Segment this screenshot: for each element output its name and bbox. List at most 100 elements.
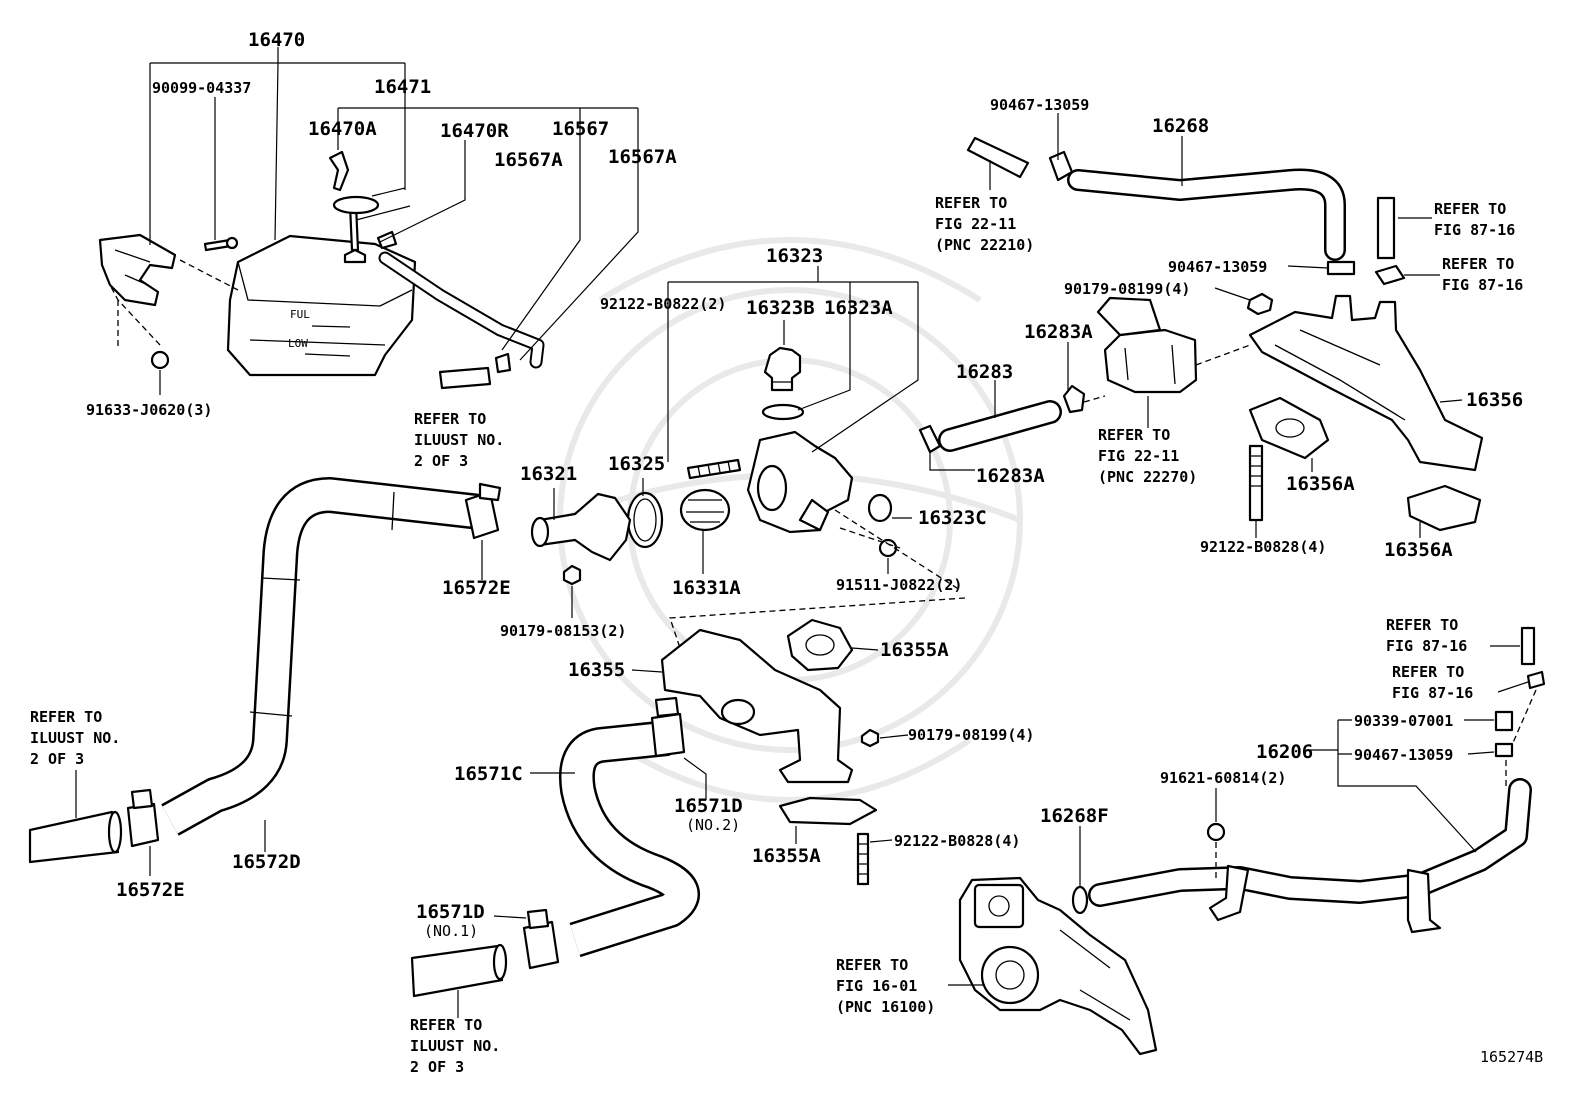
- label-16470R: 16470R: [440, 120, 509, 142]
- nut-90179-top: [1246, 292, 1274, 316]
- ref-pipe-stub-left: [28, 810, 120, 864]
- left-hose-leaders: [75, 540, 483, 876]
- label-16567A-1: 16567A: [494, 149, 563, 171]
- refer-fig87-16-c: REFER TO FIG 87-16: [1386, 616, 1467, 655]
- label-16572E-top: 16572E: [442, 577, 511, 599]
- clip-ref-right: [1374, 264, 1406, 286]
- gasket-16355A-lower: [778, 796, 878, 826]
- label-16268F: 16268F: [1040, 805, 1109, 827]
- clamp-90467-mid: [1326, 260, 1356, 276]
- label-92122-B0822: 92122-B0822(2): [600, 295, 726, 313]
- label-16471: 16471: [374, 76, 431, 98]
- clamp-16283A-lower: [918, 424, 942, 454]
- label-91621: 91621-60814(2): [1160, 769, 1286, 787]
- ref-stub-fig87-c: [1520, 626, 1536, 666]
- label-16571D-no1: 16571D: [416, 901, 485, 923]
- ref-pipe-stub-bottom: [410, 944, 504, 998]
- label-16470: 16470: [248, 29, 305, 51]
- o-ring-16323C: [867, 493, 893, 523]
- gasket-16355A-upper: [786, 618, 854, 672]
- label-16283: 16283: [956, 361, 1013, 383]
- stud-92122-B0822: [686, 458, 742, 480]
- tube-90339: [1494, 710, 1514, 732]
- hose-16572D: [161, 477, 483, 836]
- label-90339-07001: 90339-07001: [1354, 712, 1453, 730]
- tube-clamp-upper: [376, 230, 398, 250]
- label-16572D: 16572D: [232, 851, 301, 873]
- clamp-16571D-no1: [522, 920, 560, 970]
- label-16567: 16567: [552, 118, 609, 140]
- label-16355: 16355: [568, 659, 625, 681]
- clamp-90467-bot: [1494, 742, 1514, 758]
- tube-clamp-lower: [494, 352, 512, 374]
- clamp-90467-top: [1048, 150, 1074, 182]
- label-90467-bot: 90467-13059: [1354, 746, 1453, 764]
- label-90179-08199-top: 90179-08199(4): [1064, 280, 1190, 298]
- ref-tube-stub-tank: [438, 366, 492, 390]
- label-16571C: 16571C: [454, 763, 523, 785]
- bypass-pipe-16356: [1248, 294, 1484, 472]
- ref-pipe-stub-top: [966, 136, 1030, 179]
- label-16325: 16325: [608, 453, 665, 475]
- thermostat-16331A: [679, 488, 731, 532]
- label-16323B: 16323B: [746, 297, 815, 319]
- pipe-bracket-right: [1406, 868, 1442, 934]
- nut-90179-mid: [860, 728, 880, 748]
- pipe-bracket-left: [1208, 864, 1250, 922]
- stud-92122-right: [1248, 444, 1264, 522]
- left-hose-group: [28, 477, 502, 864]
- thermostat-leaders: [553, 266, 919, 618]
- label-91511: 91511-J0822(2): [836, 576, 962, 594]
- clip-fig87-d: [1526, 670, 1546, 690]
- gasket-16323A: [761, 403, 805, 421]
- nut-90179-08153: [562, 564, 582, 586]
- outlet-hose-group: [410, 618, 880, 998]
- label-90467-mid: 90467-13059: [1168, 258, 1267, 276]
- label-16321: 16321: [520, 463, 577, 485]
- refer-illust-tank: REFER TO ILUUST NO. 2 OF 3: [414, 410, 513, 470]
- label-16268: 16268: [1152, 115, 1209, 137]
- refer-notes: REFER TO FIG 22-11 (PNC 22210) REFER TO …: [30, 194, 1523, 1076]
- gasket-16325: [626, 491, 664, 549]
- clamp-16571D-no2: [650, 712, 686, 758]
- clip-16470A: [328, 150, 350, 192]
- label-92122-B0828-mid: 92122-B0828(4): [894, 832, 1020, 850]
- outlet-hose-leaders: [457, 647, 909, 1018]
- refer-illust-left: REFER TO ILUUST NO. 2 OF 3: [30, 708, 129, 768]
- label-16572E-bot: 16572E: [116, 879, 185, 901]
- label-16283A-top: 16283A: [1024, 321, 1093, 343]
- water-inlet-16321: [538, 492, 632, 562]
- label-90467-top: 90467-13059: [990, 96, 1089, 114]
- label-16567A-2: 16567A: [608, 146, 677, 168]
- bypass-leaders: [929, 113, 1463, 538]
- gasket-16356A-lower: [1406, 484, 1482, 532]
- label-92122-B0828-right: 92122-B0828(4): [1200, 538, 1326, 556]
- pump-pipe-group: [958, 626, 1546, 1056]
- washer-91511: [878, 538, 898, 558]
- pump-pipe-leaders: [948, 645, 1529, 986]
- label-16206: 16206: [1256, 741, 1313, 763]
- gasket-16356A-upper: [1248, 396, 1330, 460]
- refer-illust-bottom: REFER TO ILUUST NO. 2 OF 3: [410, 1016, 509, 1076]
- tank-marking-full: FUL: [290, 308, 310, 321]
- label-16356: 16356: [1466, 389, 1523, 411]
- part-labels: 16470 90099-04337 16471 16470A 16470R 16…: [86, 29, 1543, 1066]
- clamp-16572E-lower: [126, 802, 160, 848]
- water-outlet-16355: [660, 628, 854, 784]
- refer-fig16-01: REFER TO FIG 16-01 (PNC 16100): [836, 956, 935, 1016]
- cap-seal: [332, 195, 380, 215]
- label-16355A-top: 16355A: [880, 639, 949, 661]
- refer-fig87-16-a: REFER TO FIG 87-16: [1434, 200, 1515, 239]
- refer-fig87-16-d: REFER TO FIG 87-16: [1392, 663, 1473, 702]
- label-16470A: 16470A: [308, 118, 377, 140]
- label-90179-08153: 90179-08153(2): [500, 622, 626, 640]
- reservoir-tank: [226, 234, 417, 377]
- label-90179-08199-mid: 90179-08199(4): [908, 726, 1034, 744]
- refer-fig87-16-b: REFER TO FIG 87-16: [1442, 255, 1523, 294]
- label-16323C: 16323C: [918, 507, 987, 529]
- stud-92122-mid: [856, 832, 870, 886]
- label-91633: 91633-J0620(3): [86, 401, 212, 419]
- thermostat-group: [530, 346, 966, 649]
- label-16356A-2: 16356A: [1384, 539, 1453, 561]
- refer-fig22-11-mid: REFER TO FIG 22-11 (PNC 22270): [1098, 426, 1197, 486]
